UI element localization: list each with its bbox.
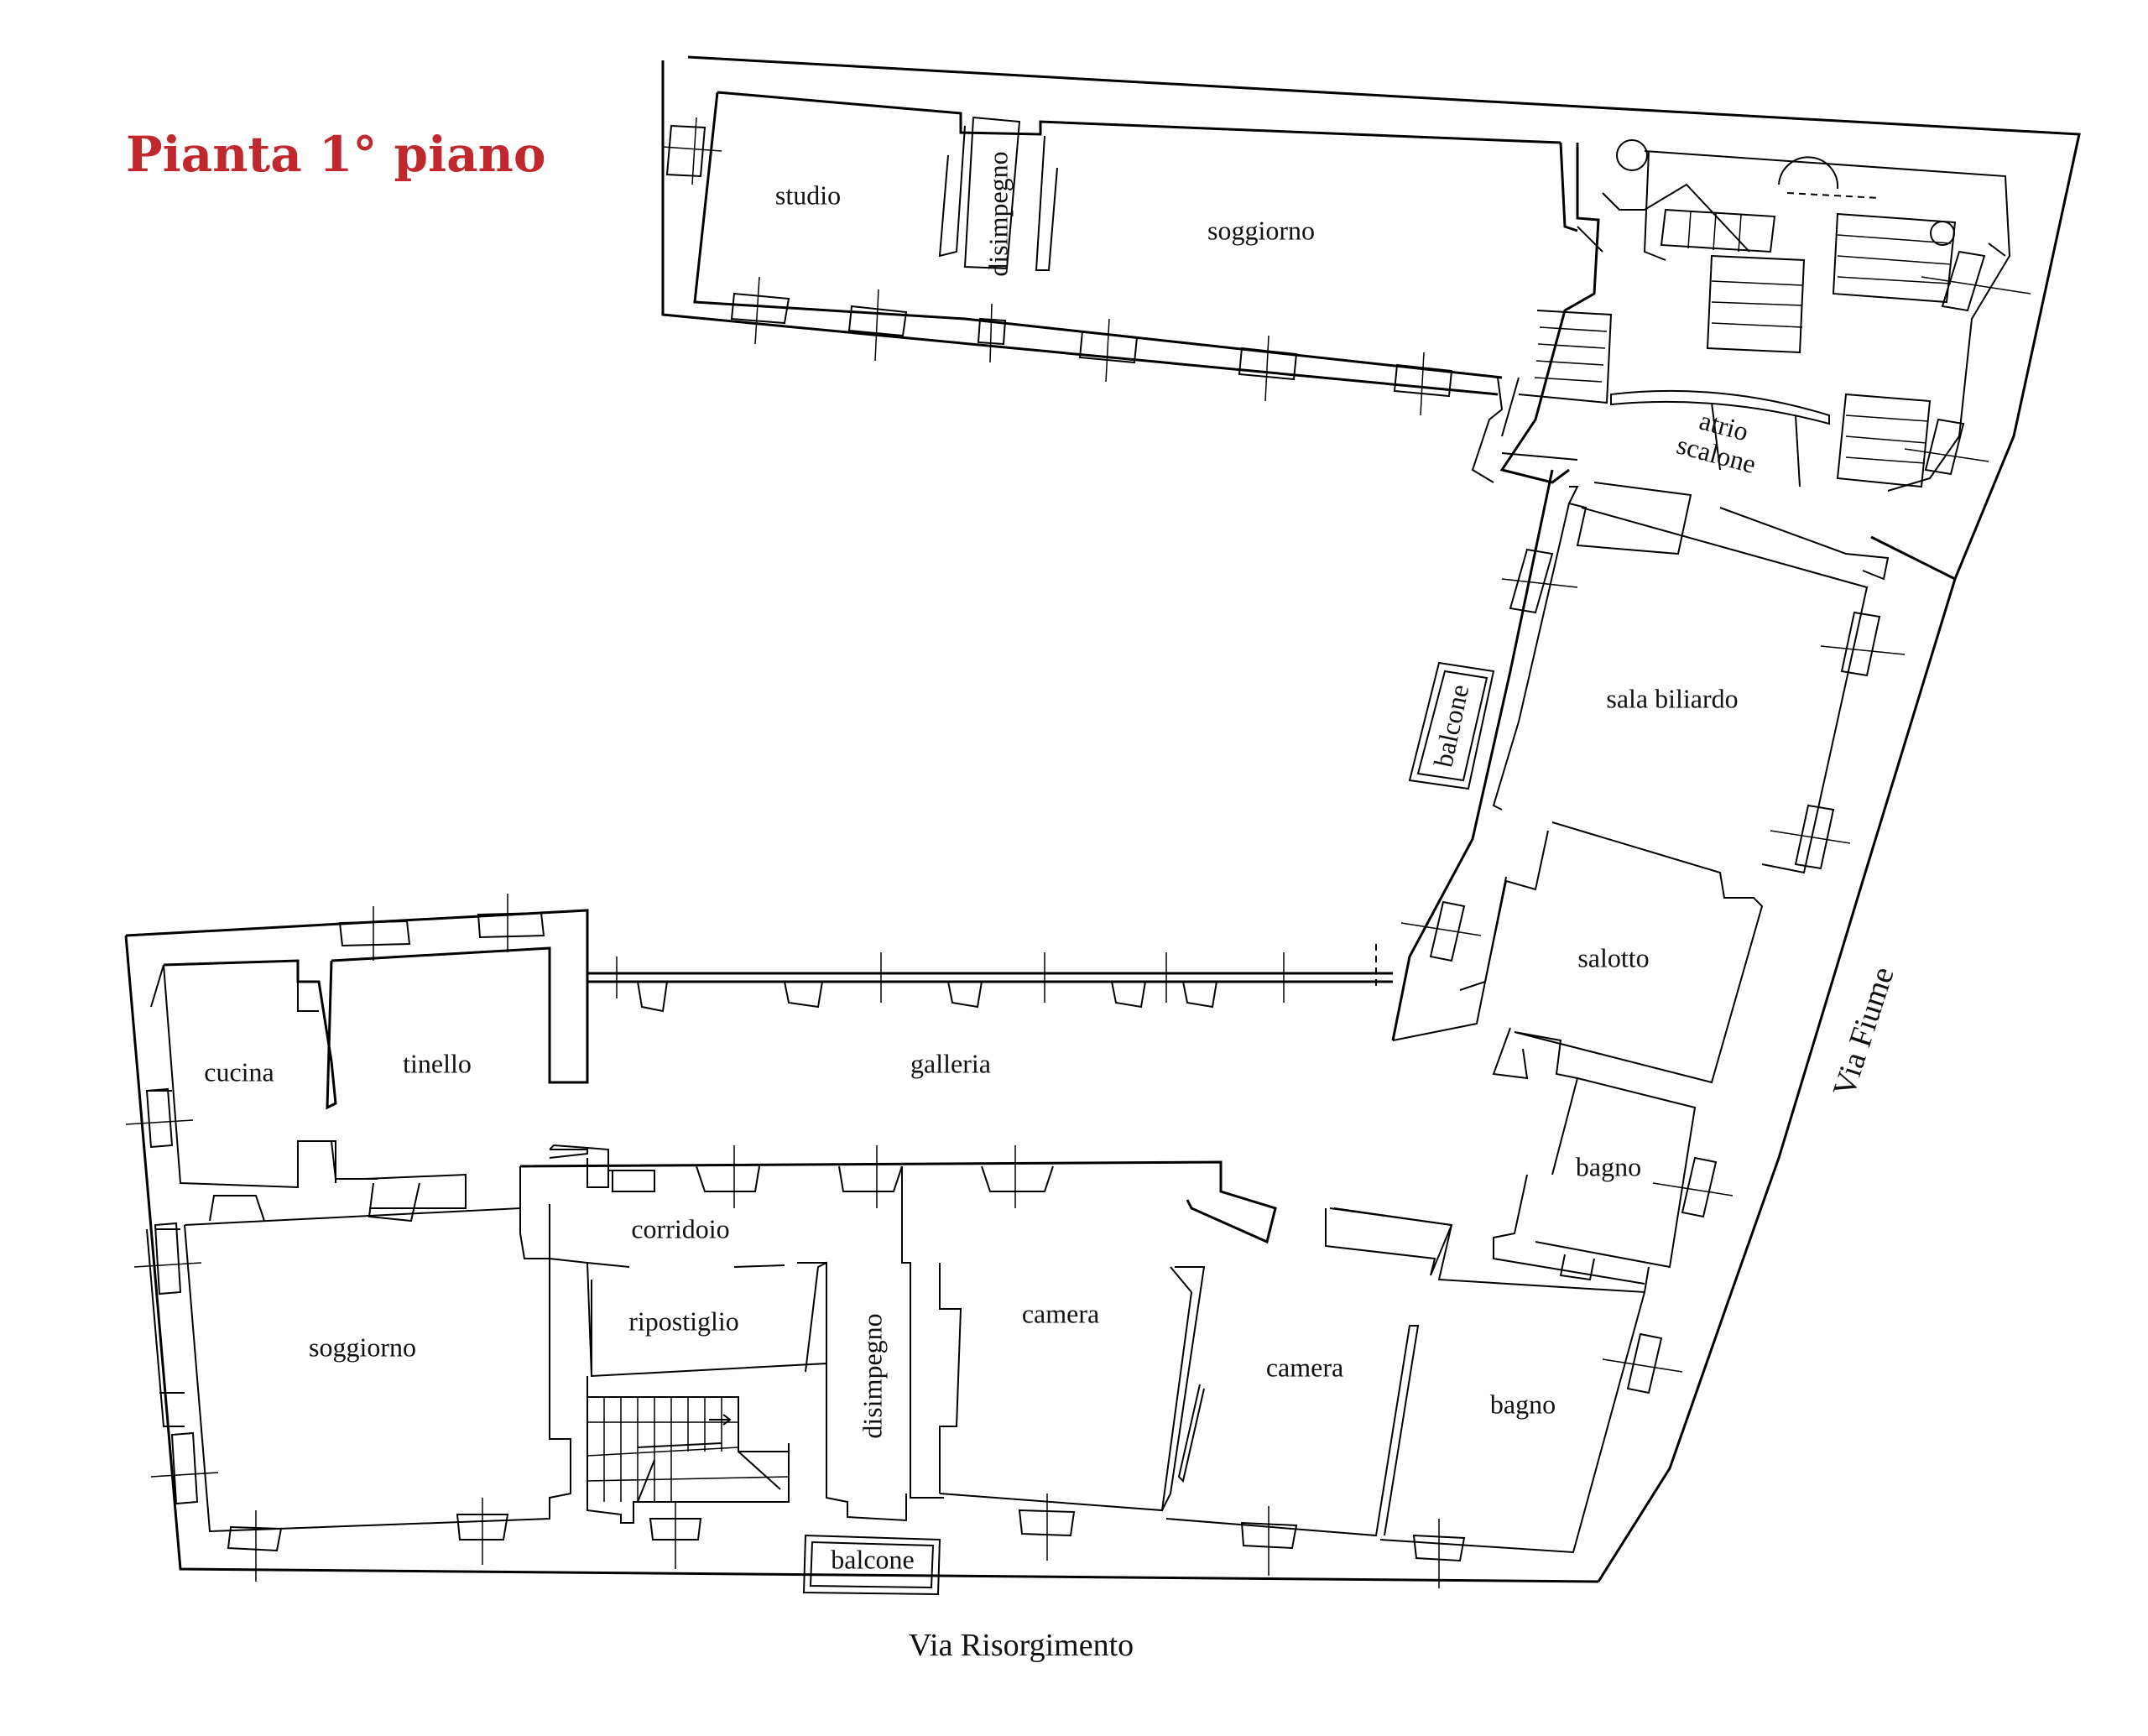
- room-label-sala-biliardo: sala biliardo: [1606, 683, 1739, 714]
- room-label-corridoio: corridoio: [631, 1213, 730, 1244]
- room-label-studio: studio: [774, 180, 842, 211]
- street-label-via-risorgimento: Via Risorgimento: [908, 1628, 1134, 1664]
- room-label-soggiorno-north: soggiorno: [1207, 215, 1315, 246]
- room-label-cucina: cucina: [204, 1056, 274, 1087]
- room-label-camera-2: camera: [1265, 1352, 1344, 1383]
- room-label-ripostiglio: ripostiglio: [628, 1306, 739, 1337]
- room-label-tinello: tinello: [403, 1048, 472, 1079]
- room-label-soggiorno-south: soggiorno: [309, 1332, 416, 1363]
- room-label-bagno-east: bagno: [1575, 1151, 1642, 1182]
- north-wing-windows: [662, 117, 1453, 416]
- galleria-walls: [587, 944, 1393, 1013]
- room-label-disimpegno-south: disimpegno: [857, 1313, 888, 1439]
- north-wing-walls: [661, 55, 2081, 581]
- room-label-bagno-south: bagno: [1489, 1389, 1556, 1420]
- room-label-salotto: salotto: [1577, 942, 1650, 973]
- atrio-scalone-walls: [1499, 139, 2011, 492]
- south-wing-walls: [519, 1144, 1650, 1554]
- west-wing-walls: [124, 909, 1599, 1583]
- room-label-camera-1: camera: [1021, 1298, 1100, 1329]
- room-label-balcone-south: balcone: [831, 1544, 915, 1575]
- east-wing-walls: [1391, 469, 1957, 1582]
- room-label-galleria: galleria: [910, 1048, 991, 1079]
- plan-title: Pianta 1° piano: [126, 126, 546, 183]
- room-label-disimpegno-north: disimpegno: [983, 151, 1014, 277]
- south-wing-windows: [125, 894, 1466, 1596]
- east-wing-windows: [1400, 250, 2031, 1395]
